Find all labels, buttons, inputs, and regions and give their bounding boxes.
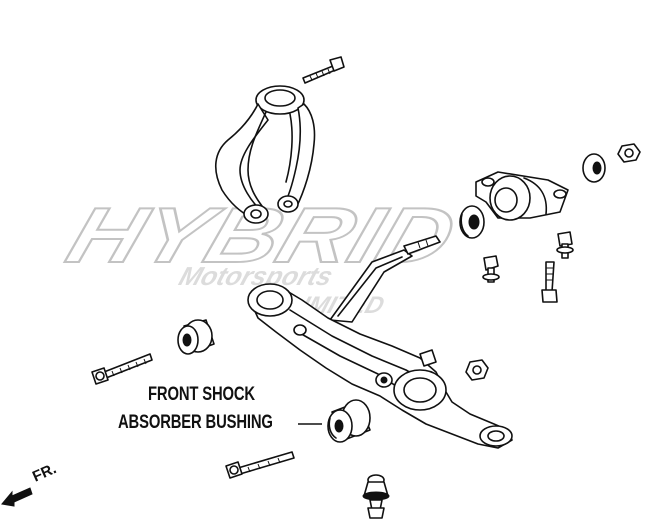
- arm-nut: [465, 359, 489, 381]
- callout-label-line1: FRONT SHOCK: [148, 384, 255, 405]
- bushing-washer: [459, 205, 485, 239]
- compliance-bracket: [475, 171, 569, 221]
- front-shock-absorber-bushing: [327, 399, 371, 443]
- long-bolt-bottom: [225, 451, 295, 479]
- ball-joint-stud: [362, 474, 390, 519]
- top-bolt: [302, 56, 345, 84]
- knuckle-fork: [215, 85, 316, 224]
- front-direction-arrow: [1, 487, 33, 507]
- rear-bushing: [177, 319, 215, 355]
- watermark-sub1: Motorsports: [175, 262, 336, 291]
- end-washer: [582, 153, 606, 183]
- bracket-bolt-mid: [556, 231, 574, 259]
- lower-control-arm: [247, 235, 513, 449]
- callout-label-line2: ABSORBER BUSHING: [118, 412, 273, 433]
- end-nut: [617, 143, 641, 163]
- long-bolt-left: [91, 353, 153, 385]
- bracket-bolt-long: [541, 261, 558, 303]
- bracket-bolt-left: [482, 255, 500, 283]
